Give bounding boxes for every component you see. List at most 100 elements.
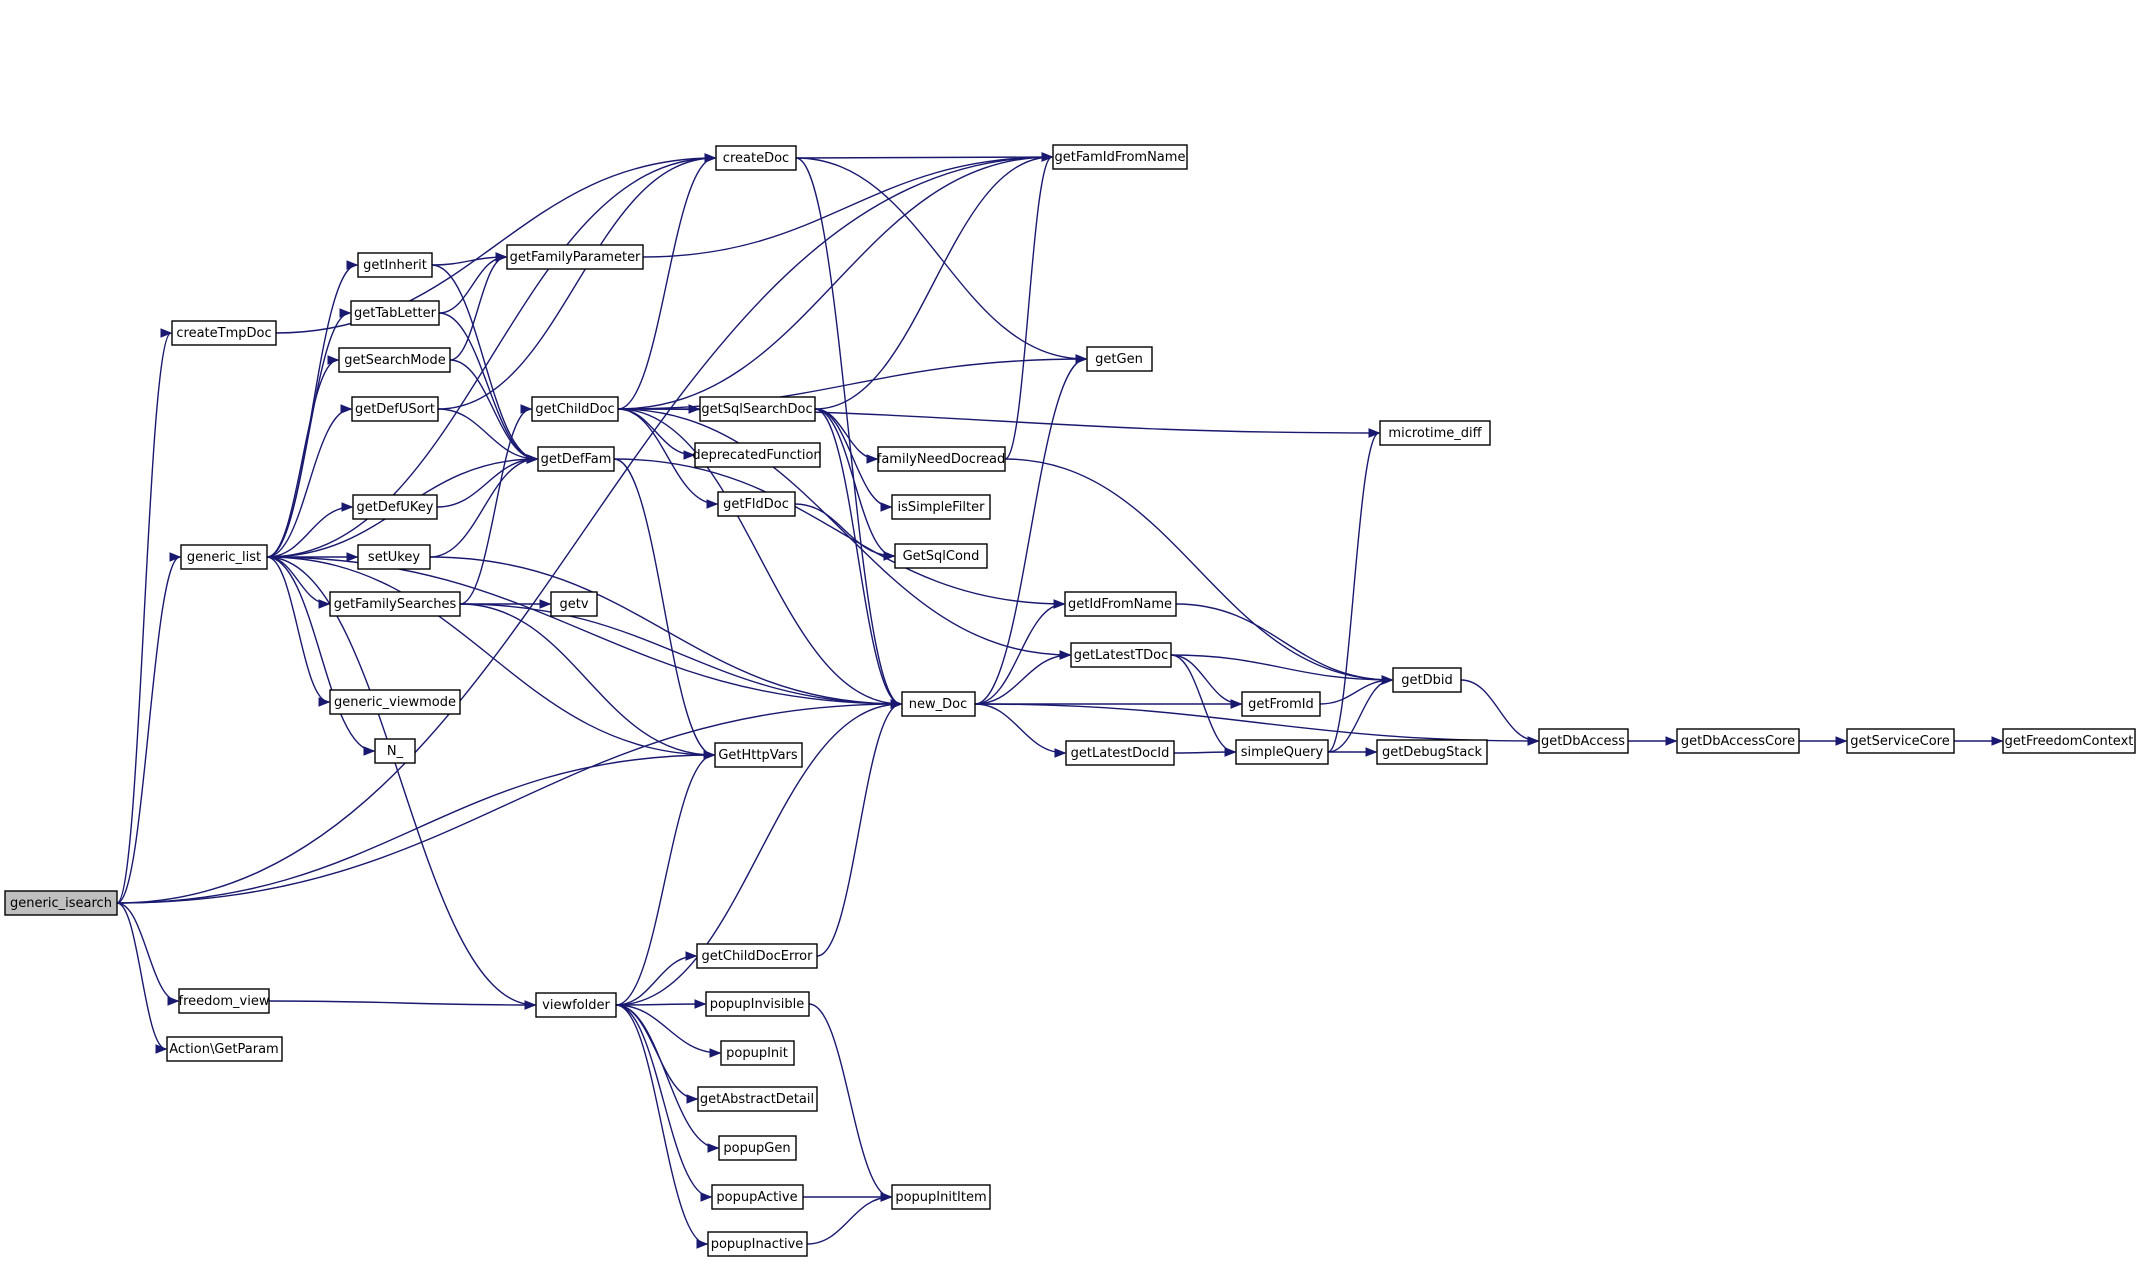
edge-getDefFam-to-getIdFromName bbox=[613, 458, 1065, 605]
edge-getChildDoc-to-createDoc bbox=[617, 157, 716, 410]
edge-viewfolder-to-popupInvisible bbox=[615, 1003, 706, 1006]
svg-text:isSimpleFilter: isSimpleFilter bbox=[898, 500, 986, 515]
arrowhead-getFreedomContext bbox=[1991, 736, 2004, 746]
svg-text:getAbstractDetail: getAbstractDetail bbox=[700, 1092, 814, 1107]
node-getsqlcond[interactable]: GetSqlCond bbox=[894, 543, 988, 569]
edge-new_Doc-to-getLatestDocId bbox=[974, 703, 1066, 754]
edge-generic_isearch-to-getHttpVars bbox=[116, 754, 715, 904]
node-popupactive[interactable]: popupActive bbox=[711, 1184, 804, 1210]
node-getdebugstack[interactable]: getDebugStack bbox=[1376, 739, 1488, 765]
svg-text:getFreedomContext: getFreedomContext bbox=[2005, 734, 2134, 749]
node-getdefukey[interactable]: getDefUKey bbox=[352, 494, 438, 520]
arrowhead-deprecatedFunction bbox=[683, 450, 696, 460]
edge-getSqlSearchDoc-to-isSimpleFilter bbox=[814, 408, 892, 508]
node-getsqlsearchdoc[interactable]: getSqlSearchDoc bbox=[699, 396, 816, 422]
edge-getSqlSearchDoc-to-familyNeedDocread bbox=[814, 408, 878, 460]
node-getdbaccesscore[interactable]: getDbAccessCore bbox=[1676, 728, 1800, 754]
node-getv[interactable]: getv bbox=[550, 591, 598, 617]
node-generic-list[interactable]: generic_list bbox=[180, 544, 268, 570]
node-createtmpdoc[interactable]: createTmpDoc bbox=[171, 320, 277, 346]
edge-viewfolder-to-new_Doc bbox=[615, 703, 902, 1006]
svg-text:getLatestTDoc: getLatestTDoc bbox=[1074, 648, 1169, 663]
arrowhead-getDbAccessCore bbox=[1665, 736, 1678, 746]
svg-text:getChildDoc: getChildDoc bbox=[535, 402, 614, 417]
svg-text:getTabLetter: getTabLetter bbox=[354, 306, 437, 321]
edge-familyNeedDocread-to-getFamIdFromName bbox=[1004, 156, 1053, 460]
node-gethttpvars[interactable]: GetHttpVars bbox=[714, 742, 803, 768]
node-popupinit[interactable]: popupInit bbox=[720, 1040, 795, 1066]
svg-text:familyNeedDocread: familyNeedDocread bbox=[877, 452, 1005, 467]
node-getservicecore[interactable]: getServiceCore bbox=[1846, 728, 1955, 754]
node-getfamilysearches[interactable]: getFamilySearches bbox=[329, 591, 461, 617]
node-generic-isearch[interactable]: generic_isearch bbox=[4, 890, 118, 916]
svg-text:popupInit: popupInit bbox=[726, 1046, 788, 1061]
node-getdeffam[interactable]: getDefFam bbox=[537, 446, 615, 472]
node-freedom-view[interactable]: freedom_view bbox=[178, 988, 270, 1014]
edge-generic_isearch-to-getFamIdFromName bbox=[116, 156, 1053, 904]
edge-viewfolder-to-popupGen bbox=[615, 1004, 719, 1149]
node-getfamidfromname[interactable]: getFamIdFromName bbox=[1052, 144, 1188, 170]
node-getdbid[interactable]: getDbid bbox=[1392, 667, 1462, 693]
node-issimplefilter[interactable]: isSimpleFilter bbox=[891, 494, 991, 520]
svg-text:new_Doc: new_Doc bbox=[909, 697, 967, 712]
node-getflddoc[interactable]: getFldDoc bbox=[717, 491, 796, 517]
node-getidfromname[interactable]: getIdFromName bbox=[1064, 591, 1177, 617]
node-getgen[interactable]: getGen bbox=[1086, 346, 1153, 372]
node-getchilddoc[interactable]: getChildDoc bbox=[531, 396, 619, 422]
edge-createTmpDoc-to-createDoc bbox=[275, 157, 716, 334]
node-getdefusort[interactable]: getDefUSort bbox=[351, 396, 439, 422]
svg-text:getChildDocError: getChildDocError bbox=[702, 949, 814, 964]
node-getfamilyparameter[interactable]: getFamilyParameter bbox=[506, 244, 644, 270]
node-familyneeddocread[interactable]: familyNeedDocread bbox=[877, 446, 1006, 472]
node-new-doc[interactable]: new_Doc bbox=[901, 691, 976, 717]
node-gettabletter[interactable]: getTabLetter bbox=[350, 300, 440, 326]
arrowhead-getIdFromName bbox=[1053, 599, 1066, 609]
node-getinherit[interactable]: getInherit bbox=[357, 252, 433, 278]
edge-setUkey-to-getDefFam bbox=[429, 458, 538, 558]
edge-viewfolder-to-popupInit bbox=[615, 1004, 721, 1054]
edge-createDoc-to-getGen bbox=[795, 157, 1087, 360]
arrowhead-getDefUKey bbox=[341, 502, 354, 512]
node-popupinvisible[interactable]: popupInvisible bbox=[705, 991, 810, 1017]
node-generic-viewmode[interactable]: generic_viewmode bbox=[329, 689, 461, 715]
node-createdoc[interactable]: createDoc bbox=[715, 145, 797, 171]
node-getdbaccess[interactable]: getDbAccess bbox=[1538, 728, 1629, 754]
node-getabstractdetail[interactable]: getAbstractDetail bbox=[697, 1086, 818, 1112]
node-getlatestdocid[interactable]: getLatestDocId bbox=[1065, 740, 1175, 766]
node-getlatesttdoc[interactable]: getLatestTDoc bbox=[1070, 642, 1172, 668]
svg-text:getDefUSort: getDefUSort bbox=[355, 402, 435, 417]
node-microtime-diff[interactable]: microtime_diff bbox=[1379, 420, 1491, 446]
edge-familyNeedDocread-to-getDbid bbox=[1004, 458, 1393, 681]
edge-getDefUSort-to-createDoc bbox=[437, 157, 716, 410]
edge-new_Doc-to-getIdFromName bbox=[974, 603, 1065, 705]
node-n[interactable]: N_ bbox=[374, 738, 416, 764]
arrowhead-getFamilyParameter bbox=[495, 252, 508, 262]
svg-text:viewfolder: viewfolder bbox=[542, 998, 610, 1013]
edge-viewfolder-to-getChildDocError bbox=[615, 955, 697, 1006]
node-popupgen[interactable]: popupGen bbox=[718, 1135, 797, 1161]
edge-popupInactive-to-popupInitItem bbox=[806, 1196, 892, 1245]
node-getsearchmode[interactable]: getSearchMode bbox=[338, 347, 451, 373]
arrowhead-getFamIdFromName bbox=[1041, 152, 1054, 162]
arrowhead-generic_list bbox=[169, 552, 182, 562]
node-getchilddocerror[interactable]: getChildDocError bbox=[696, 943, 818, 969]
node-popupinititem[interactable]: popupInitItem bbox=[891, 1184, 991, 1210]
node-viewfolder[interactable]: viewfolder bbox=[535, 992, 617, 1018]
node-getfromid[interactable]: getFromId bbox=[1241, 691, 1321, 717]
node-setukey[interactable]: setUkey bbox=[357, 544, 431, 570]
node-popupinactive[interactable]: popupInactive bbox=[707, 1231, 808, 1257]
svg-text:deprecatedFunction: deprecatedFunction bbox=[692, 448, 821, 463]
edge-generic_isearch-to-freedom_view bbox=[116, 902, 179, 1002]
edge-getSqlSearchDoc-to-new_Doc bbox=[814, 408, 902, 705]
arrowhead-getHttpVars bbox=[703, 750, 716, 760]
svg-text:GetHttpVars: GetHttpVars bbox=[718, 748, 798, 763]
edge-getDefFam-to-getHttpVars bbox=[613, 458, 715, 756]
node-simplequery[interactable]: simpleQuery bbox=[1235, 739, 1329, 765]
edge-getChildDoc-to-new_Doc bbox=[617, 408, 902, 705]
node-getfreedomcontext[interactable]: getFreedomContext bbox=[2002, 728, 2136, 754]
node-deprecatedfunction[interactable]: deprecatedFunction bbox=[692, 442, 822, 468]
edge-viewfolder-to-getHttpVars bbox=[615, 754, 715, 1006]
arrowhead-n_ bbox=[363, 746, 376, 756]
node-action-getparam[interactable]: Action\GetParam bbox=[166, 1036, 283, 1062]
